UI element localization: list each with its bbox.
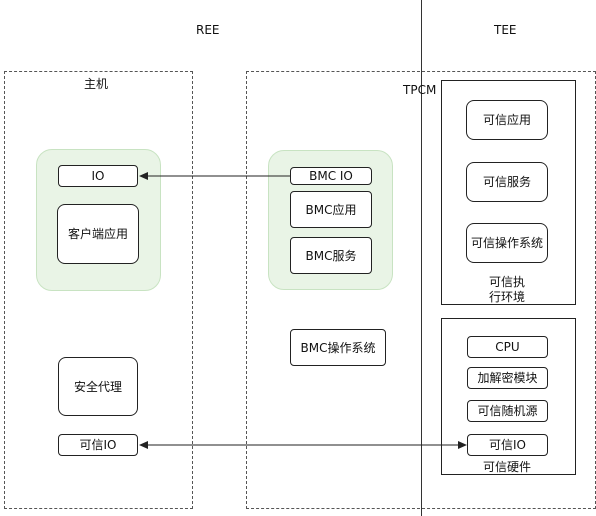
client-app-label: 客户端应用 [67, 227, 128, 241]
host-trusted-io-label: 可信IO [79, 438, 117, 452]
trusted-service-box: 可信服务 [466, 162, 548, 202]
tpcm-trusted-io-label: 可信IO [489, 438, 526, 452]
trusted-app-label: 可信应用 [482, 113, 531, 127]
trusted-os-label: 可信操作系统 [470, 236, 543, 250]
host-io-label: IO [91, 169, 105, 183]
security-agent-label: 安全代理 [73, 379, 122, 394]
tpcm-trusted-io-box: 可信IO [467, 434, 548, 456]
trusted-rng-box: 可信随机源 [467, 400, 548, 422]
bmc-io-box: BMC IO [290, 167, 372, 185]
cpu-label: CPU [495, 340, 520, 354]
host-io-box: IO [58, 165, 138, 187]
bmc-app-label: BMC应用 [305, 202, 357, 217]
tee-label: TEE [494, 23, 517, 37]
ree-label: REE [196, 23, 220, 37]
trusted-exec-env-box [441, 80, 576, 305]
bmc-os-box: BMC操作系统 [290, 329, 386, 366]
bmc-os-label: BMC操作系统 [300, 340, 376, 355]
host-title: 主机 [84, 77, 109, 91]
trusted-rng-label: 可信随机源 [477, 404, 538, 418]
security-agent-box: 安全代理 [58, 357, 138, 416]
bmc-app-box: BMC应用 [290, 191, 372, 228]
bmc-io-label: BMC IO [309, 169, 353, 183]
bmc-service-label: BMC服务 [305, 248, 357, 263]
bmc-service-box: BMC服务 [290, 237, 372, 274]
host-trusted-io-box: 可信IO [58, 434, 138, 456]
tpcm-title: TPCM [403, 83, 437, 97]
crypto-module-box: 加解密模块 [467, 367, 548, 389]
client-app-box: 客户端应用 [57, 204, 139, 264]
trusted-hardware-label: 可信硬件 [483, 460, 532, 474]
trusted-service-label: 可信服务 [482, 175, 531, 189]
trusted-env-label-2: 行环境 [489, 290, 526, 304]
trusted-os-box: 可信操作系统 [466, 223, 548, 263]
cpu-box: CPU [467, 336, 548, 358]
crypto-module-label: 加解密模块 [477, 371, 538, 385]
trusted-app-box: 可信应用 [466, 100, 548, 140]
trusted-hardware-box [441, 318, 576, 475]
host-container [4, 71, 193, 509]
ree-tee-divider [421, 0, 422, 516]
trusted-env-label-1: 可信执 [489, 275, 526, 289]
